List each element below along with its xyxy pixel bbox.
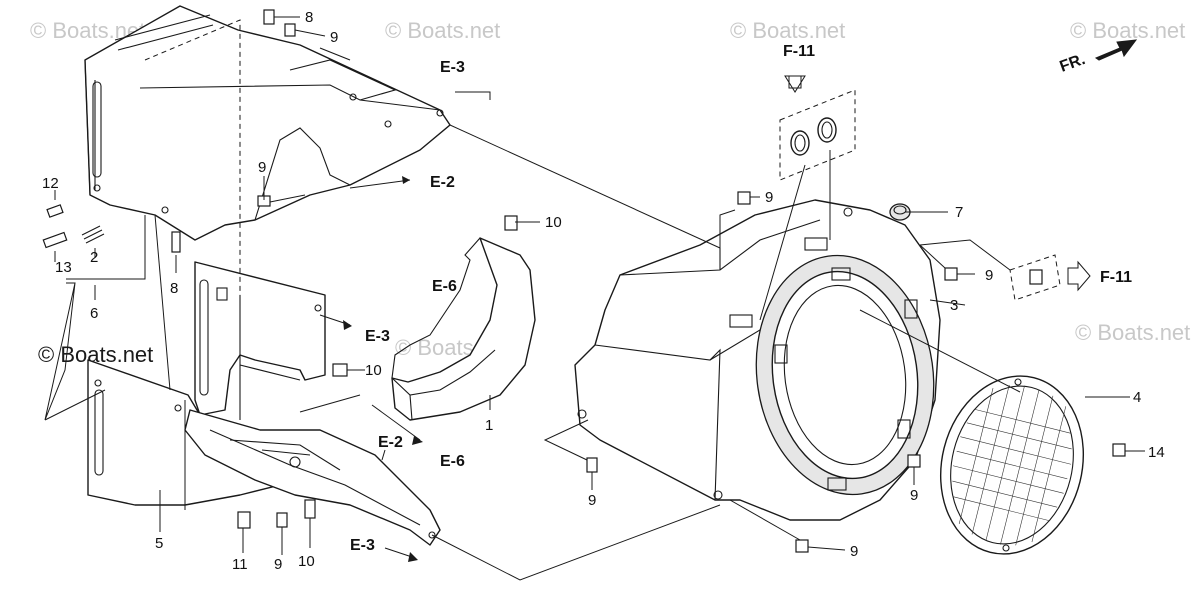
front-arrow-icon xyxy=(1094,39,1138,61)
section-arrows xyxy=(299,75,1091,562)
section-ref: E-6 xyxy=(440,453,465,470)
section-ref: E-3 xyxy=(350,537,375,554)
front-label: FR. xyxy=(1058,51,1088,76)
part-number: 13 xyxy=(55,259,72,276)
watermark: © Boats.net xyxy=(730,18,845,43)
bolt-group-box xyxy=(1009,254,1061,301)
section-ref: E-6 xyxy=(432,278,457,295)
watermark: © Boats.net xyxy=(385,18,500,43)
front-direction-indicator: FR. xyxy=(1058,39,1138,76)
middle-shroud-part xyxy=(194,261,326,420)
clip-part xyxy=(790,117,837,156)
part-number: 9 xyxy=(330,29,338,46)
part-number: 4 xyxy=(1133,389,1141,406)
part-number: 9 xyxy=(910,487,918,504)
part-number: 7 xyxy=(955,204,963,221)
part-number: 1 xyxy=(485,417,493,434)
part-number: 9 xyxy=(985,267,993,284)
part-number: 10 xyxy=(298,553,315,570)
grommet-part xyxy=(889,203,911,221)
part-number: 10 xyxy=(545,214,562,231)
leader-lines xyxy=(44,16,1145,581)
part-number: 12 xyxy=(42,175,59,192)
part-number: 9 xyxy=(765,189,773,206)
section-ref: E-2 xyxy=(378,434,403,451)
part-number: 11 xyxy=(232,556,248,573)
watermark: © Boats.net xyxy=(1070,18,1185,43)
clip-group-box xyxy=(779,89,856,181)
bottom-bracket-part xyxy=(184,409,441,546)
part-number: 9 xyxy=(588,492,596,509)
part-number: 9 xyxy=(258,159,266,176)
part-number: 5 xyxy=(155,535,163,552)
section-ref: F-11 xyxy=(1100,269,1132,286)
upper-shroud-part xyxy=(84,5,451,241)
part-number: 10 xyxy=(365,362,382,379)
part-number: 9 xyxy=(274,556,282,573)
curved-guide-part xyxy=(391,237,536,421)
fan-housing-part xyxy=(574,199,941,521)
part-number: 8 xyxy=(305,9,313,26)
watermark: © Boats.net xyxy=(1075,320,1190,345)
section-ref: F-11 xyxy=(783,43,815,60)
bolt-icon xyxy=(42,9,1126,553)
part-number: 6 xyxy=(90,305,98,322)
part-number: 9 xyxy=(850,543,858,560)
fan-screen-part xyxy=(939,375,1085,555)
part-number: 8 xyxy=(170,280,178,297)
part-number-labels: 8 9 9 12 13 2 6 8 10 10 1 5 11 9 10 9 7 … xyxy=(42,9,1165,573)
section-ref: E-2 xyxy=(430,174,455,191)
part-number: 2 xyxy=(90,249,98,266)
section-ref: E-3 xyxy=(440,59,465,76)
section-ref: E-3 xyxy=(365,328,390,345)
part-number: 3 xyxy=(950,297,958,314)
part-number: 14 xyxy=(1148,444,1165,461)
section-reference-labels: E-3 E-2 E-6 E-3 E-2 E-6 E-3 F-11 F-11 xyxy=(350,43,1132,554)
